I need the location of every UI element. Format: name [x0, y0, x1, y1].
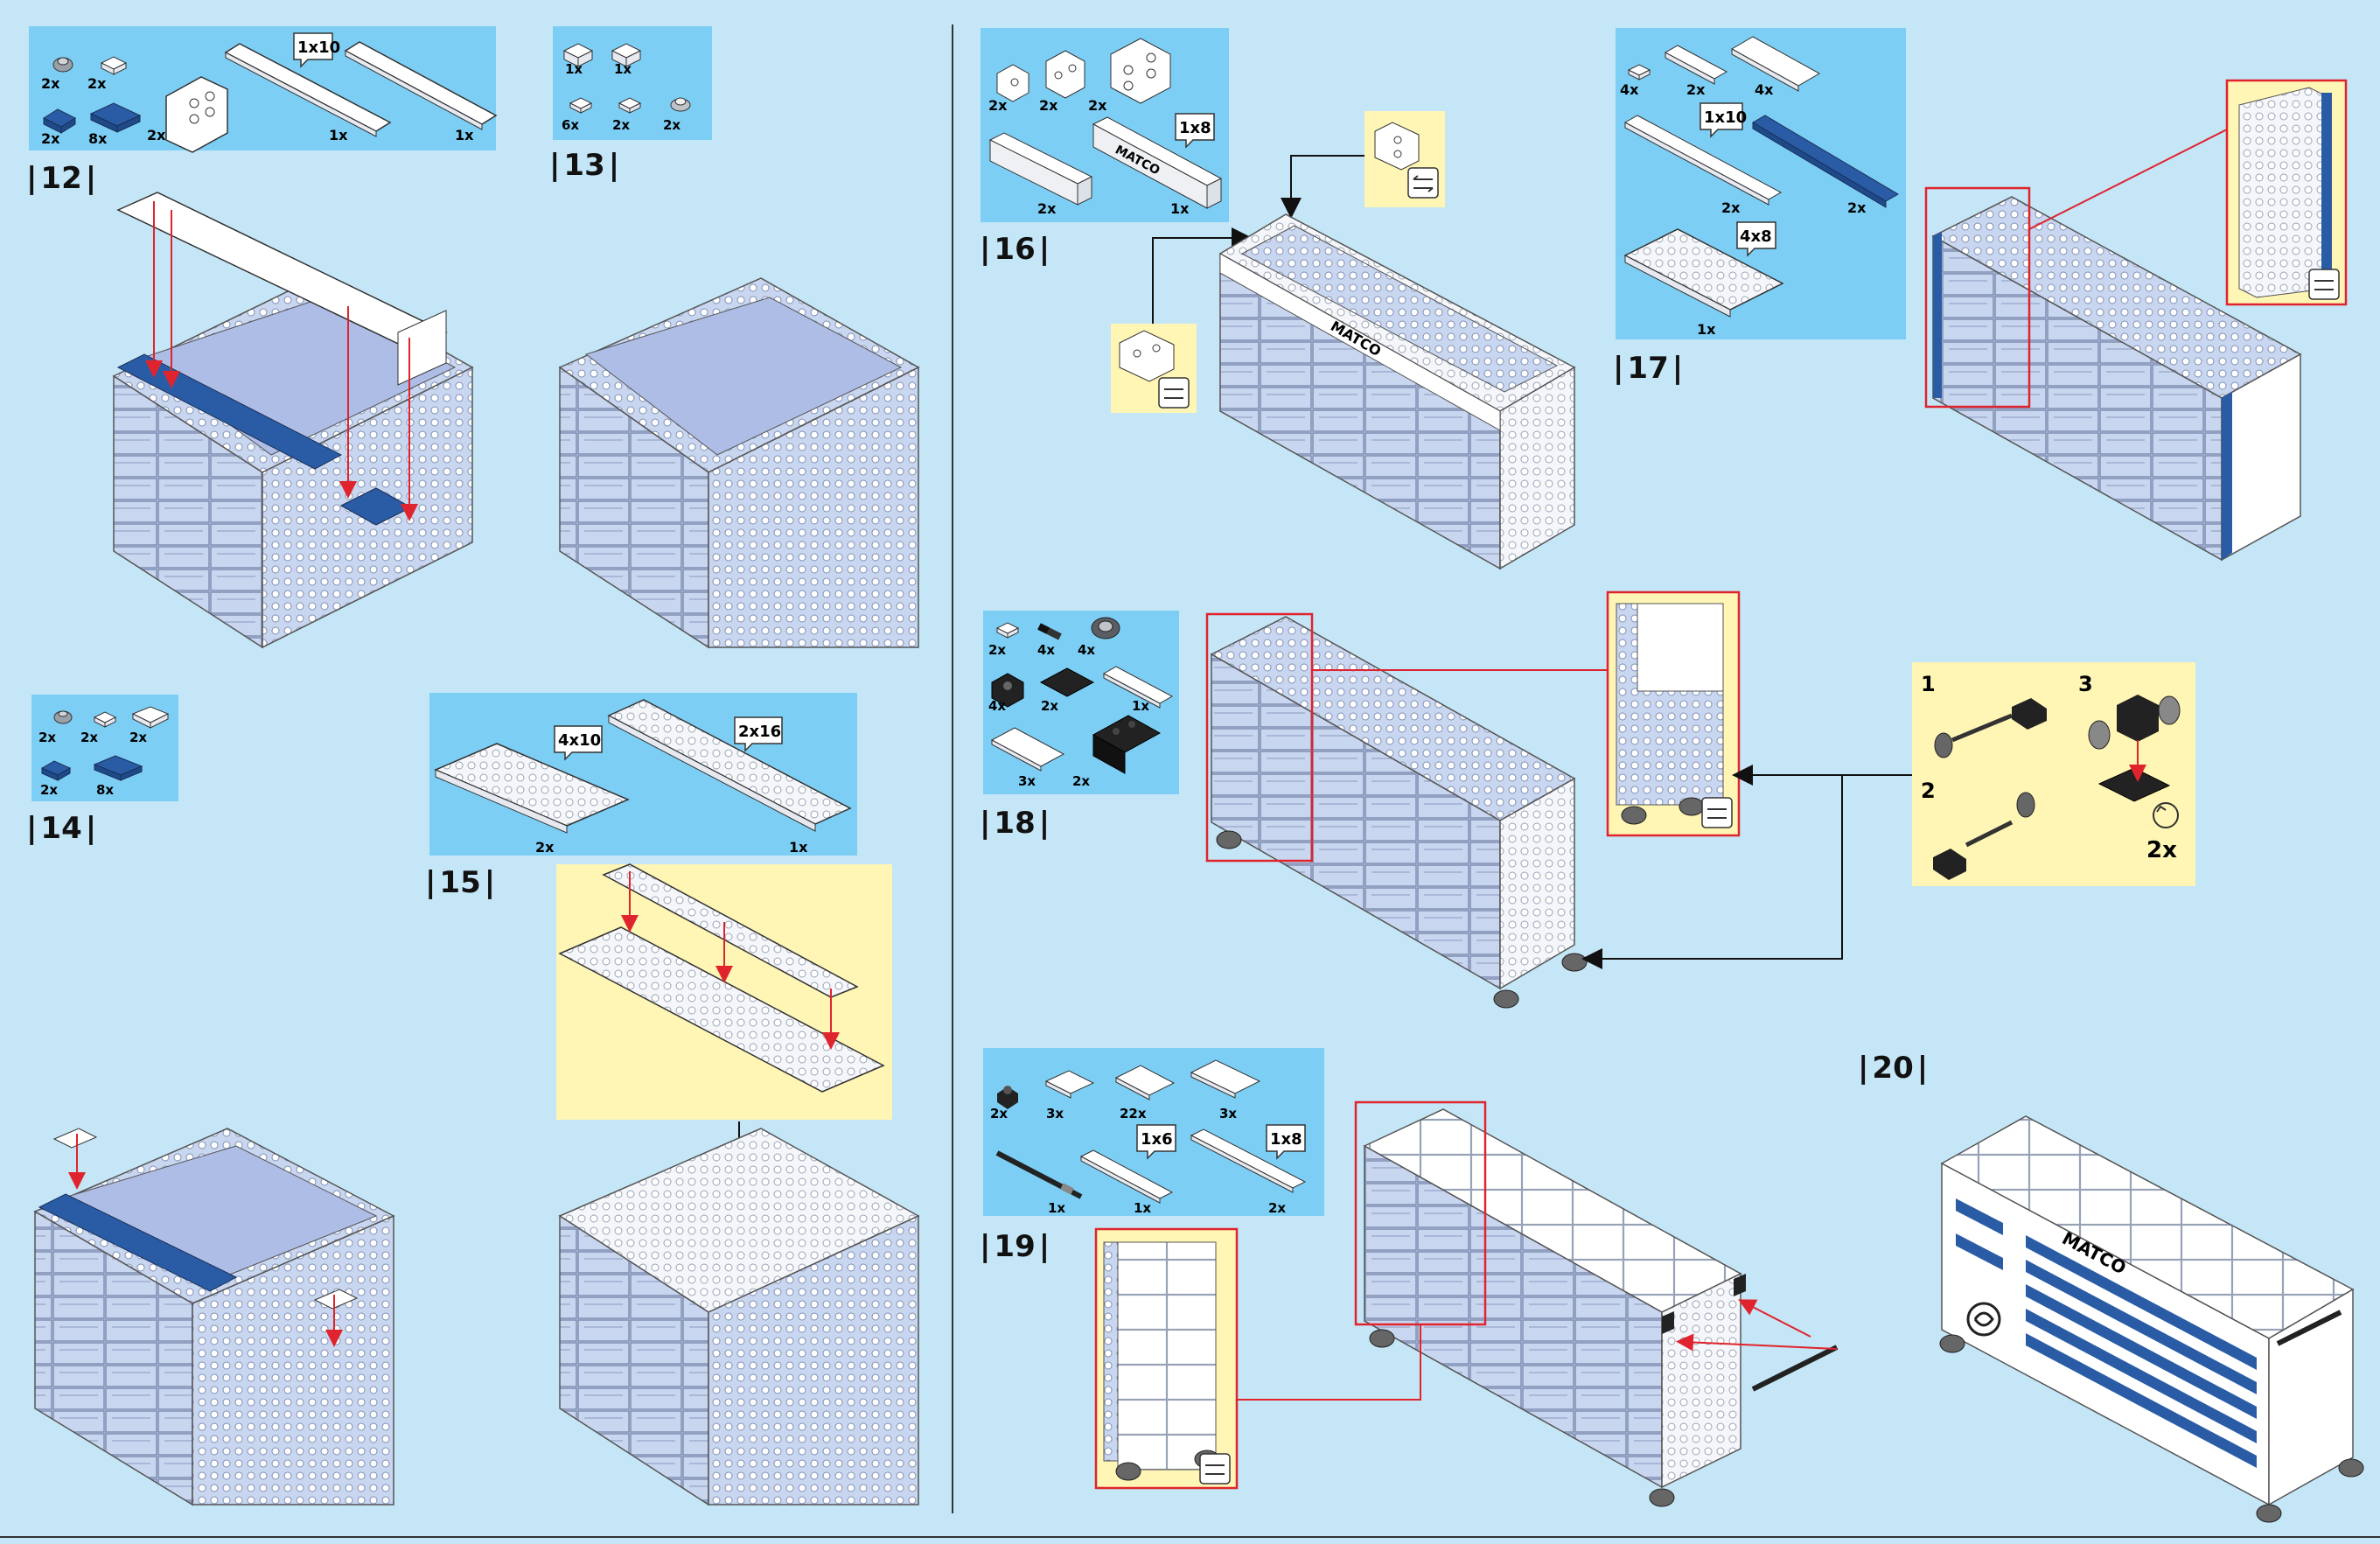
- step-15: 4x10 2x 2x16 1x |15|: [425, 693, 918, 1505]
- part-qty: 3x: [1219, 1106, 1237, 1121]
- part-qty: 2x: [988, 642, 1006, 658]
- step-12: 2x 2x 2x 1x10 1x 1x 2x 8x |12|: [26, 26, 918, 647]
- cabinet-model-12-result: [560, 278, 918, 647]
- part-qty: 1x: [329, 127, 348, 143]
- part-qty: 6x: [562, 117, 579, 133]
- final-cabinet-model: MATCO: [1940, 1116, 2363, 1522]
- step-16: 2x 2x 2x 2x MATCO 1x8 1x |16| MATCO: [980, 28, 1574, 569]
- svg-text:4x8: 4x8: [1740, 227, 1772, 246]
- part-qty: 2x: [40, 782, 58, 798]
- part-qty: 2x: [1037, 200, 1057, 217]
- step-number: |15|: [425, 865, 495, 900]
- part-qty: 1x: [789, 839, 808, 856]
- rotate-icon: [1408, 168, 1438, 198]
- cabinet-model-14: [35, 1128, 394, 1505]
- step-number: |12|: [26, 161, 96, 196]
- part-qty: 1x: [614, 61, 632, 77]
- part-qty: 1x: [1170, 200, 1190, 217]
- detail-view: [2239, 87, 2332, 297]
- svg-text:1x8: 1x8: [1270, 1130, 1302, 1149]
- part-qty: 2x: [990, 1106, 1008, 1121]
- part-qty: 2x: [1686, 81, 1706, 98]
- step-number: |16|: [980, 232, 1050, 267]
- svg-text:1x6: 1x6: [1141, 1130, 1173, 1149]
- part-qty: 1x: [565, 61, 583, 77]
- part-qty: 2x: [988, 97, 1008, 114]
- cabinet-model-18: [1211, 617, 1587, 1008]
- part-qty: 2x: [1088, 97, 1107, 114]
- part-qty: 2x: [147, 127, 166, 143]
- part-qty: 1x: [455, 127, 474, 143]
- part-qty: 4x: [1037, 642, 1055, 658]
- svg-text:1x10: 1x10: [1704, 108, 1747, 127]
- part-qty: 1x: [1132, 698, 1149, 714]
- part-qty: 4x: [1755, 81, 1774, 98]
- part-qty: 2x: [41, 130, 60, 147]
- part-qty: 2x: [1721, 199, 1741, 216]
- connector-arrow: [1291, 156, 1364, 208]
- part-qty: 2x: [1847, 199, 1867, 216]
- part-qty: 2x: [663, 117, 680, 133]
- part-qty: 2x: [535, 839, 555, 856]
- detail-view: [1104, 1242, 1219, 1480]
- rotate-icon: [1702, 798, 1732, 828]
- part-qty: 1x: [1134, 1200, 1151, 1216]
- part-qty: 4x: [1620, 81, 1639, 98]
- part-qty: 2x: [41, 75, 60, 92]
- part-qty: 2x: [87, 75, 107, 92]
- part-qty: 2x: [1268, 1200, 1286, 1216]
- step-number: |14|: [26, 811, 96, 846]
- detail-view: [1616, 604, 1723, 824]
- part-qty: 3x: [1018, 773, 1036, 789]
- sub-step-number: 2: [1921, 779, 1936, 803]
- rotate-icon: [2309, 269, 2339, 299]
- sub-qty: 2x: [2146, 837, 2177, 863]
- part-qty: 4x: [988, 698, 1006, 714]
- bracket-icon: [1046, 51, 1085, 98]
- rotate-icon: [1200, 1454, 1230, 1484]
- step-14: 2x 2x 2x 2x 8x |14|: [26, 695, 394, 1505]
- part-qty: 2x: [38, 730, 56, 745]
- svg-text:2x16: 2x16: [738, 723, 781, 741]
- sub-step-number: 1: [1921, 672, 1936, 696]
- part-qty: 3x: [1046, 1106, 1064, 1121]
- step-number: |13|: [549, 148, 619, 183]
- step-number: |20|: [1858, 1051, 1928, 1086]
- part-qty: 1x: [1697, 321, 1716, 338]
- step-18: 2x 4x 4x 4x 2x 1x 3x 2x |18|: [980, 592, 2195, 1008]
- step-number: |17|: [1613, 351, 1683, 386]
- step-20: |20| MATCO: [1858, 1051, 2363, 1522]
- step-number: |19|: [980, 1229, 1050, 1264]
- round-plate-icon: [53, 58, 73, 72]
- highlight-connector: [2029, 129, 2227, 229]
- part-qty: 2x: [80, 730, 98, 745]
- part-qty: 22x: [1120, 1106, 1147, 1121]
- part-qty: 1x: [1048, 1200, 1065, 1216]
- sub-step-number: 3: [2078, 672, 2093, 696]
- part-qty: 2x: [129, 730, 147, 745]
- part-qty: 4x: [1078, 642, 1095, 658]
- cabinet-model-19: [1364, 1109, 1837, 1506]
- part-qty: 2x: [612, 117, 630, 133]
- step-19: 2x 3x 22x 3x 1x 1x6 1x 1x8 2x |19|: [980, 1048, 1837, 1506]
- part-qty: 2x: [1039, 97, 1058, 114]
- svg-text:1x10: 1x10: [297, 38, 340, 57]
- part-qty: 8x: [88, 130, 108, 147]
- cabinet-model-12: [114, 192, 472, 647]
- cabinet-model-16: MATCO: [1220, 214, 1574, 569]
- cabinet-model-15: [560, 1128, 918, 1505]
- step-17: 4x 2x 4x 1x10 2x 2x 4x8 1x |17|: [1613, 28, 2346, 560]
- part-qty: 8x: [96, 782, 114, 798]
- step-13: 1x 1x 6x 2x 2x |13|: [549, 26, 712, 183]
- part-qty: 2x: [1041, 698, 1058, 714]
- rotate-icon: [1159, 378, 1189, 408]
- step-number: |18|: [980, 806, 1050, 841]
- wheel-icon: [1092, 618, 1120, 639]
- round-plate-icon: [54, 711, 72, 723]
- svg-text:4x10: 4x10: [558, 731, 601, 750]
- svg-text:1x8: 1x8: [1179, 119, 1211, 137]
- part-qty: 2x: [1072, 773, 1090, 789]
